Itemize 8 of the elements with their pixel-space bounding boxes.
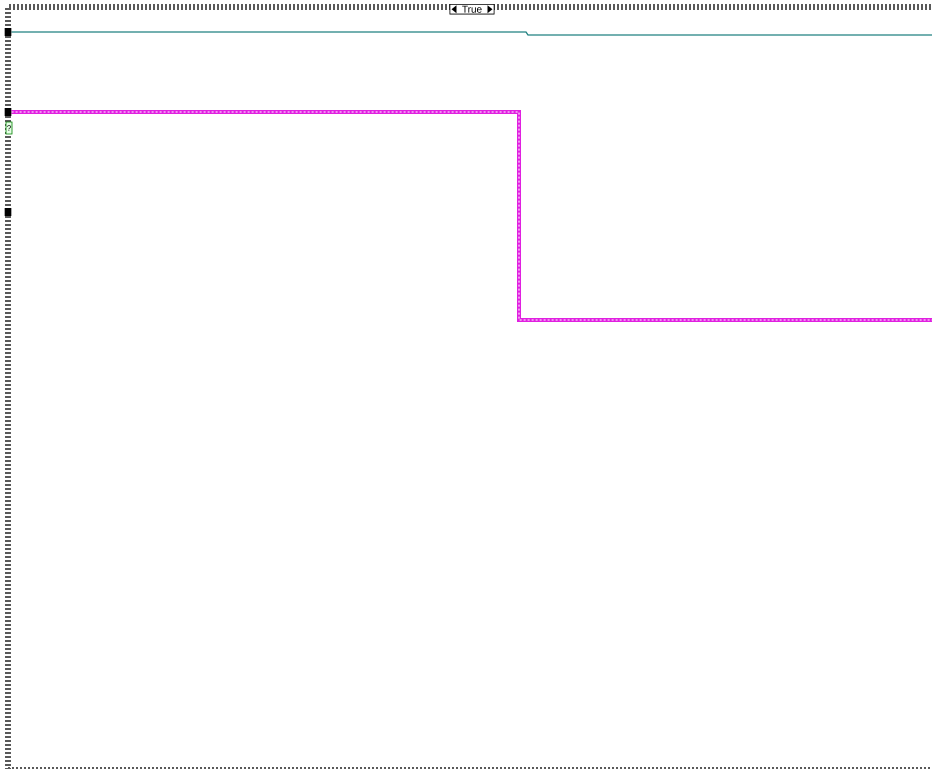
case-structure <box>5 4 932 769</box>
selector-terminal: ? <box>6 122 12 134</box>
selector-label: True <box>450 4 494 14</box>
tunnel <box>4 108 12 116</box>
wire <box>12 31 932 36</box>
tunnel <box>4 28 12 36</box>
wire <box>12 110 932 322</box>
tunnel <box>4 208 12 216</box>
